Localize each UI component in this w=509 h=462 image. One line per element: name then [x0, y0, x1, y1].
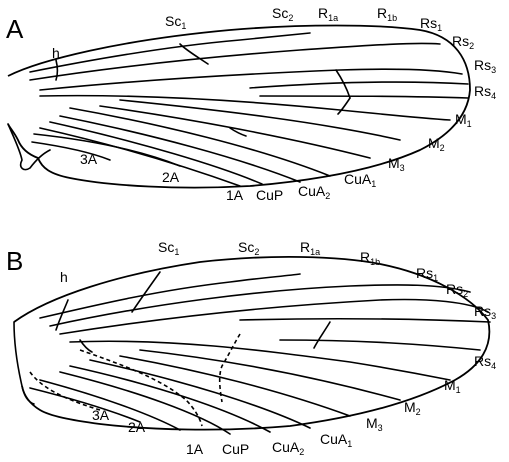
- panel-b-vein-rs3: [239, 317, 491, 323]
- panel-a-vein-2a: [33, 133, 181, 167]
- panel-b-label-1a: 1A: [186, 441, 204, 457]
- panel-a-label-r1a: R1a: [318, 5, 338, 23]
- panel-b-vein-cua2: [69, 365, 271, 433]
- panel-b-wing-base: [13, 321, 35, 405]
- panel-b-wing-outline: [13, 256, 491, 431]
- panel-a-crossvein-cu: [229, 127, 247, 137]
- panel-a-label-3a: 3A: [80, 151, 98, 167]
- panel-a: A h Sc1 Sc2 R1a R1b Rs1 Rs2 Rs3: [6, 5, 496, 203]
- panel-a-vein-1a: [39, 127, 241, 187]
- panel-b-label-sc1: Sc1: [158, 239, 179, 257]
- panel-b-label-cup: CuP: [222, 441, 249, 457]
- panel-a-label-h: h: [52, 45, 60, 61]
- panel-b-label-rs3: Rs3: [474, 303, 496, 321]
- panel-a-label-m2: M2: [428, 135, 445, 153]
- panel-b-vein-sc: [39, 273, 301, 319]
- panel-a-label-sc1: Sc1: [165, 13, 186, 31]
- panel-a-label-rs2: Rs2: [452, 33, 474, 51]
- panel-b-dashed-vein-3a: [29, 371, 101, 411]
- panel-b-label-rs4: Rs4: [474, 353, 496, 371]
- panel-b-label-cua2: CuA2: [272, 439, 304, 457]
- panel-b-label-m1: M1: [444, 377, 461, 395]
- panel-b-label-rs1: Rs1: [416, 265, 438, 283]
- panel-a-label-r1b: R1b: [377, 5, 397, 23]
- panel-b-label-cua1: CuA1: [320, 431, 352, 449]
- panel-b-crossvein-sc1: [131, 271, 161, 313]
- panel-b-label-m2: M2: [404, 399, 421, 417]
- panel-a-vein-cup: [49, 121, 263, 185]
- panel-a-vein-rs: [39, 68, 463, 91]
- panel-b-label-rs2: Rs2: [446, 281, 468, 299]
- panel-a-label-rs1: Rs1: [420, 15, 442, 33]
- panel-b-label-r1b: R1b: [360, 249, 380, 267]
- panel-a-vein-cua2: [59, 115, 301, 183]
- panel-b-label-h: h: [60, 269, 68, 285]
- panel-b-label-sc2: Sc2: [238, 239, 259, 257]
- panel-a-label-1a: 1A: [226, 187, 244, 203]
- panel-b-vein-r: [49, 284, 471, 327]
- panel-b-crossvein-h: [55, 299, 69, 331]
- panel-a-crossvein-rs: [335, 69, 351, 99]
- panel-a-label-cup: CuP: [256, 187, 283, 203]
- panel-b-label-3a: 3A: [92, 407, 110, 423]
- panel-a-vein-m2: [119, 99, 401, 141]
- panel-a-vein-m: [39, 94, 451, 121]
- panel-a-crossvein-h: [55, 59, 59, 81]
- panel-a-label-sc2: Sc2: [272, 5, 293, 23]
- panel-b-vein-cup: [59, 371, 231, 435]
- panel-a-vein-m3: [99, 105, 371, 159]
- panel-b-vein-rs: [59, 298, 489, 335]
- panel-b-vein-m2: [139, 349, 401, 401]
- panel-b-vein-1a: [39, 379, 181, 431]
- panel-a-vein-3a: [31, 141, 111, 161]
- panel-a-label-rs3: Rs3: [474, 57, 496, 75]
- panel-a-vein-r: [29, 42, 441, 81]
- panel-a-label-rs4: Rs4: [474, 83, 496, 101]
- panel-a-label-2a: 2A: [162, 169, 180, 185]
- panel-b-dashed-vein-cup: [79, 349, 203, 427]
- panel-b: B h Sc1 Sc2 R1a R1b Rs1 Rs2 Rs: [6, 239, 496, 457]
- panel-a-label-m1: M1: [455, 111, 472, 129]
- panel-b-vein-m: [69, 340, 451, 381]
- panel-a-crossvein-m: [337, 97, 351, 115]
- panel-a-label-cua2: CuA2: [298, 183, 330, 201]
- panel-b-vein-rs4: [279, 339, 481, 351]
- panel-b-label-m3: M3: [366, 415, 383, 433]
- panel-b-vein-cua1: [89, 359, 311, 429]
- panel-b-letter: B: [6, 246, 23, 276]
- panel-a-letter: A: [6, 14, 24, 44]
- panel-a-label-m3: M3: [388, 155, 405, 173]
- panel-b-crossvein-m: [79, 339, 93, 353]
- panel-a-vein-rs4: [259, 95, 469, 99]
- panel-b-vein-2a: [29, 387, 141, 423]
- panel-b-label-2a: 2A: [128, 419, 146, 435]
- panel-b-label-r1a: R1a: [300, 239, 320, 257]
- panel-a-wing-base: [7, 123, 51, 171]
- panel-a-label-cua1: CuA1: [344, 171, 376, 189]
- panel-b-dashed-crossvein-1: [218, 333, 241, 403]
- panel-a-vein-rs2: [249, 81, 469, 89]
- panel-a-vein-cua1: [69, 107, 331, 177]
- panel-b-vein-m3: [119, 355, 351, 417]
- panel-b-crossvein-rs: [313, 321, 331, 349]
- panel-a-crossvein-sc1: [179, 43, 209, 65]
- panel-a-vein-sc: [29, 32, 311, 73]
